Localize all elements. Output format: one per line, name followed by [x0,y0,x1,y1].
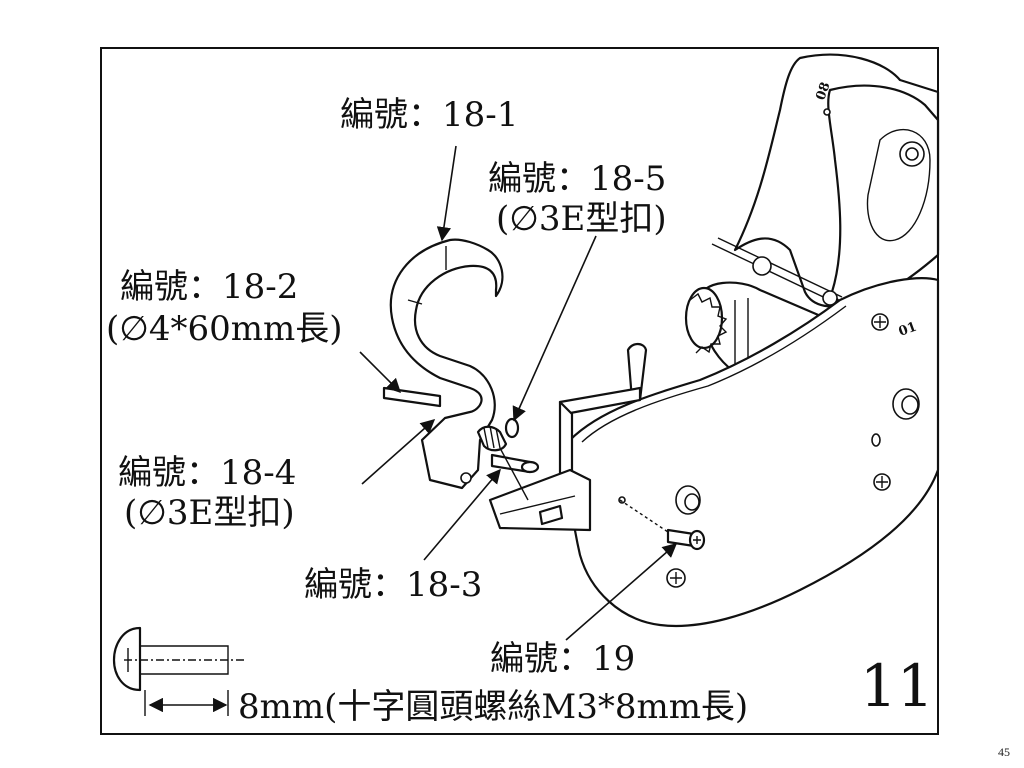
label-18-4-spec: (∅3E型扣) [124,493,295,533]
screw-part-19 [619,499,706,551]
hook-part-18-1 [389,238,504,490]
spring-part-18-3 [476,425,529,501]
rod-part-18-2 [382,386,442,408]
part-mark-01: 01 [897,320,919,340]
label-18-4: 編號：18-4 [118,453,296,493]
e-clip-18-5 [504,417,520,439]
label-18-3: 編號：18-3 [304,565,482,605]
robot-body: 08 01 [488,53,940,628]
screw-spec-icon [112,626,244,716]
label-18-1: 編號：18-1 [340,95,518,135]
part-mark-08: 08 [813,80,833,102]
label-18-2-spec: (∅4*60mm長) [106,309,343,349]
screw-spec-label: 8mm(十字圓頭螺絲M3*8mm長) [238,687,748,727]
label-18-2: 編號：18-2 [120,267,298,307]
label-18-5-spec: (∅3E型扣) [496,199,667,239]
page-number: 45 [998,745,1010,759]
leader-lines [359,145,678,641]
step-number: 11 [860,652,934,720]
label-19: 編號：19 [490,639,635,679]
label-18-5: 編號：18-5 [488,159,666,199]
